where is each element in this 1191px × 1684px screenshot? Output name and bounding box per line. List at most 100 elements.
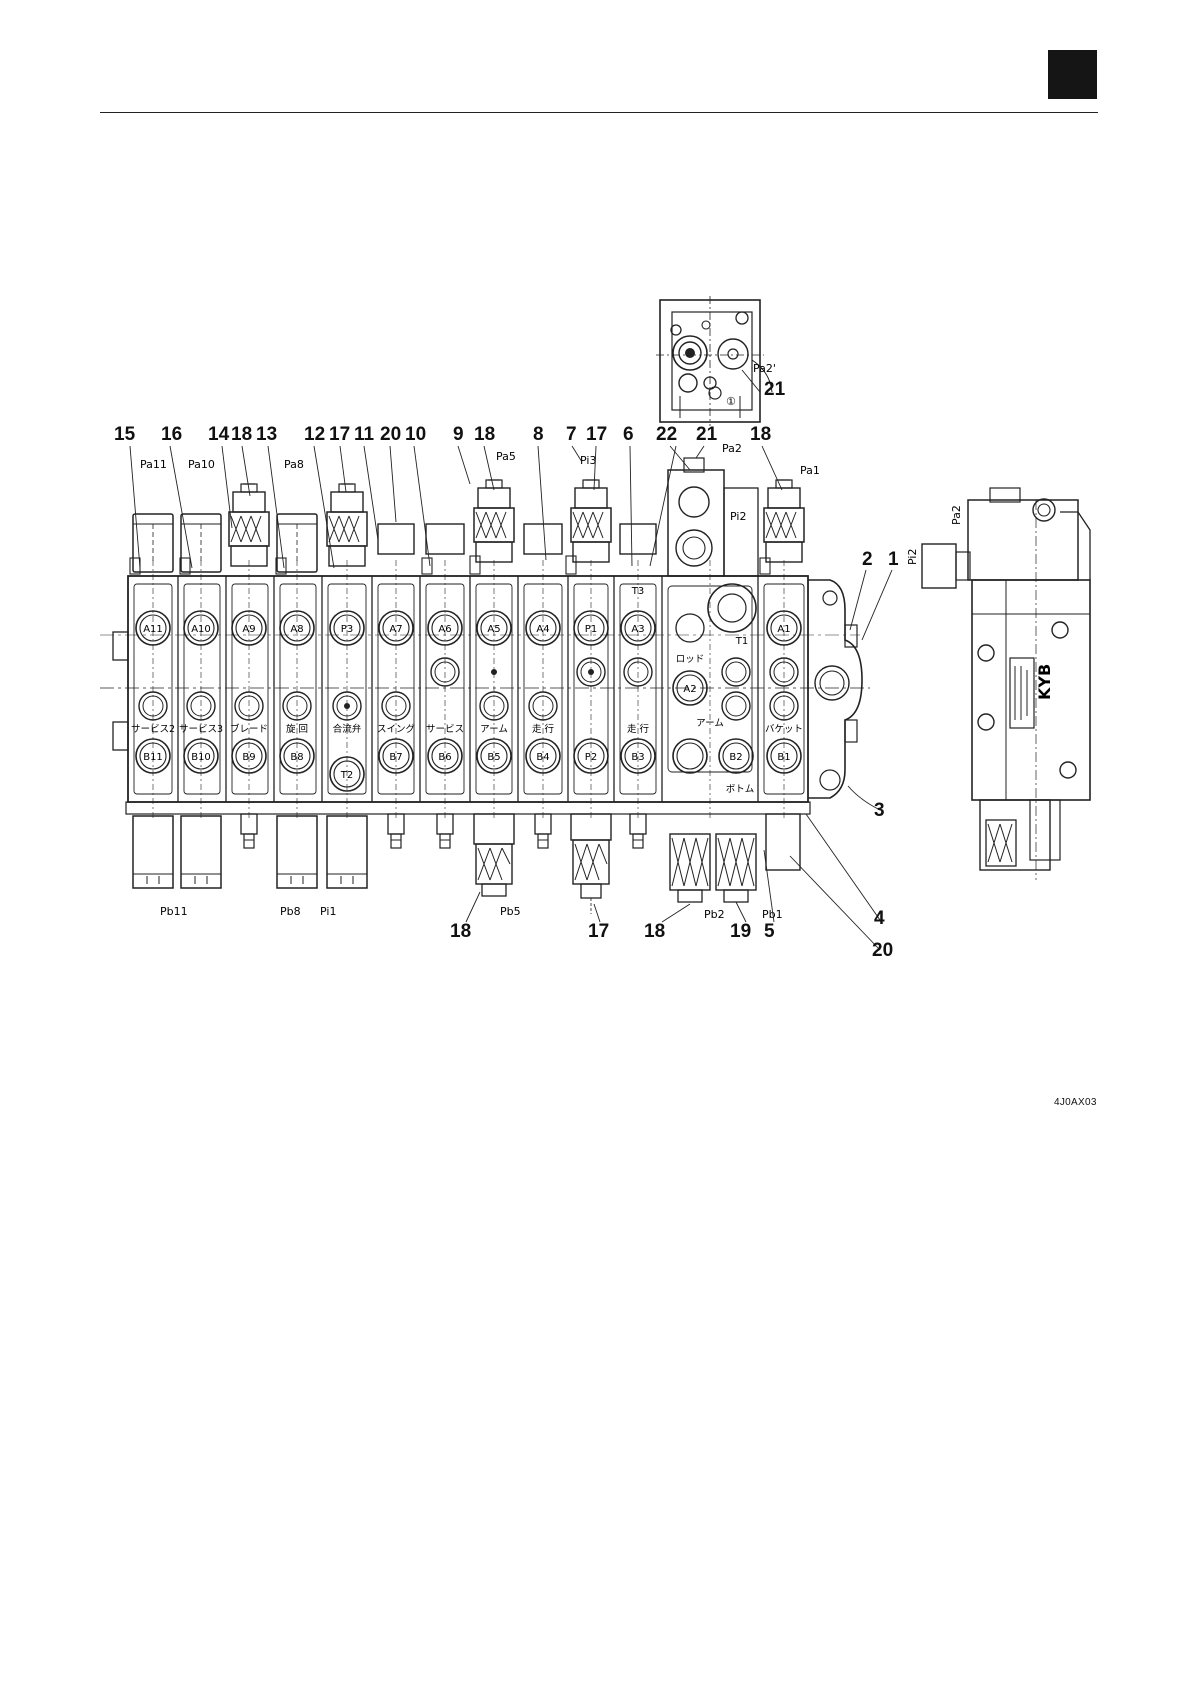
label-b7: B7: [389, 752, 402, 763]
port-pa1: Pa1: [800, 464, 820, 477]
callout-5: 5: [764, 921, 775, 942]
side-label-pa2: Pa2: [950, 505, 963, 525]
callout-20a: 20: [380, 424, 402, 445]
port-pb1: Pb1: [762, 908, 783, 921]
callout-18e: 18: [644, 921, 666, 942]
body-text-rod: ロッド: [676, 654, 705, 665]
body-text-arm: アーム: [480, 724, 508, 735]
body-text-swing: スイング: [377, 723, 416, 735]
port-pa11: Pa11: [140, 458, 167, 471]
callout-21: 21: [696, 424, 718, 445]
port-pi2: Pi2: [730, 510, 746, 523]
callout-18c: 18: [750, 424, 772, 445]
callout-17c: 17: [588, 921, 610, 942]
callout-18a: 18: [231, 424, 253, 445]
port-pa2: Pa2: [722, 442, 742, 455]
label-b8: B8: [290, 752, 303, 763]
label-a9: A9: [242, 624, 255, 635]
callout-17a: 17: [329, 424, 351, 445]
section-labels: A11 A10 A9 A8 P3 A7 A6 A5 A4 P1 A3 A2 A1…: [143, 586, 790, 781]
body-text-bucket: バケット: [765, 724, 803, 735]
port-pb8: Pb8: [280, 905, 301, 918]
label-t1: T1: [735, 636, 748, 647]
main-valve-block: [100, 560, 870, 820]
callout-3: 3: [874, 800, 885, 821]
callout-14: 14: [208, 424, 230, 445]
port-pb5: Pb5: [500, 905, 521, 918]
port-pa8: Pa8: [284, 458, 304, 471]
port-pi1: Pi1: [320, 905, 336, 918]
callout-11: 11: [354, 424, 375, 445]
figure-code: 4J0AX03: [1054, 1097, 1097, 1108]
bottom-fittings: [132, 813, 801, 914]
header-rule: [100, 112, 1098, 113]
label-a1: A1: [777, 624, 790, 635]
callout-15: 15: [114, 424, 136, 445]
label-a6: A6: [438, 624, 451, 635]
callout-9: 9: [453, 424, 464, 445]
callout-20b: 20: [872, 940, 894, 961]
callout-1: 1: [888, 549, 899, 570]
body-text-merge-valve: 合流弁: [333, 723, 362, 735]
section-marker: [1048, 50, 1097, 99]
callout-17b: 17: [586, 424, 608, 445]
callout-4: 4: [874, 908, 885, 929]
label-a4: A4: [536, 624, 549, 635]
label-a3: A3: [631, 624, 644, 635]
label-t3: T3: [631, 586, 644, 597]
label-p3: P3: [341, 624, 353, 635]
label-b11: B11: [143, 752, 163, 763]
callout-18b: 18: [474, 424, 496, 445]
port-pa10: Pa10: [188, 458, 215, 471]
callout-12: 12: [304, 424, 326, 445]
label-a10: A10: [191, 624, 211, 635]
inset-label-circle-one: ①: [726, 395, 736, 408]
inset-detail: Pa2' ①: [656, 296, 776, 426]
body-text-bottom: ボトム: [726, 784, 755, 795]
svg-text:KYB: KYB: [1035, 664, 1054, 700]
callout-8: 8: [533, 424, 544, 445]
body-text: サービス2 サービス3 ブレード 旋 回 合流弁 スイング サービス アーム 走…: [131, 654, 803, 795]
inset-label-pa2prime: Pa2': [753, 362, 776, 375]
label-a8: A8: [290, 624, 303, 635]
callout-6: 6: [623, 424, 634, 445]
label-b3: B3: [631, 752, 644, 763]
port-labels: Pa11 Pa10 Pa8 Pa5 Pi3 Pa2 Pi2 Pa1 Pb11 P…: [140, 442, 820, 921]
label-b6: B6: [438, 752, 451, 763]
body-text-travel-2: 走 行: [627, 723, 650, 735]
label-b10: B10: [191, 752, 211, 763]
label-b2: B2: [729, 752, 742, 763]
port-bosses: [135, 583, 802, 792]
callout-inset-21: 21: [764, 379, 786, 400]
label-t2: T2: [340, 770, 353, 781]
callout-13: 13: [256, 424, 278, 445]
callout-2: 2: [862, 549, 873, 570]
port-pb11: Pb11: [160, 905, 188, 918]
label-b5: B5: [487, 752, 500, 763]
body-text-service: サービス: [426, 724, 464, 735]
body-text-service3: サービス3: [179, 724, 223, 735]
callout-18d: 18: [450, 921, 472, 942]
label-b9: B9: [242, 752, 255, 763]
port-pa5: Pa5: [496, 450, 516, 463]
body-text-arm-2: アーム: [696, 718, 724, 729]
body-text-travel: 走 行: [532, 723, 555, 735]
label-a11: A11: [143, 624, 163, 635]
body-text-blade: ブレード: [230, 723, 268, 735]
body-text-swing-rotation: 旋 回: [286, 723, 308, 735]
callout-10: 10: [405, 424, 427, 445]
callout-22: 22: [656, 424, 678, 445]
label-a2: A2: [683, 684, 696, 695]
label-p2: P2: [585, 752, 597, 763]
label-b1: B1: [777, 752, 790, 763]
side-view: KYB Pa2 Pi2: [906, 487, 1091, 880]
label-a5: A5: [487, 624, 500, 635]
side-label-pi2: Pi2: [906, 549, 919, 565]
port-pb2: Pb2: [704, 908, 725, 921]
label-b4: B4: [536, 752, 549, 763]
callout-16: 16: [161, 424, 183, 445]
callout-19: 19: [730, 921, 752, 942]
callout-7: 7: [566, 424, 577, 445]
label-a7: A7: [389, 624, 402, 635]
